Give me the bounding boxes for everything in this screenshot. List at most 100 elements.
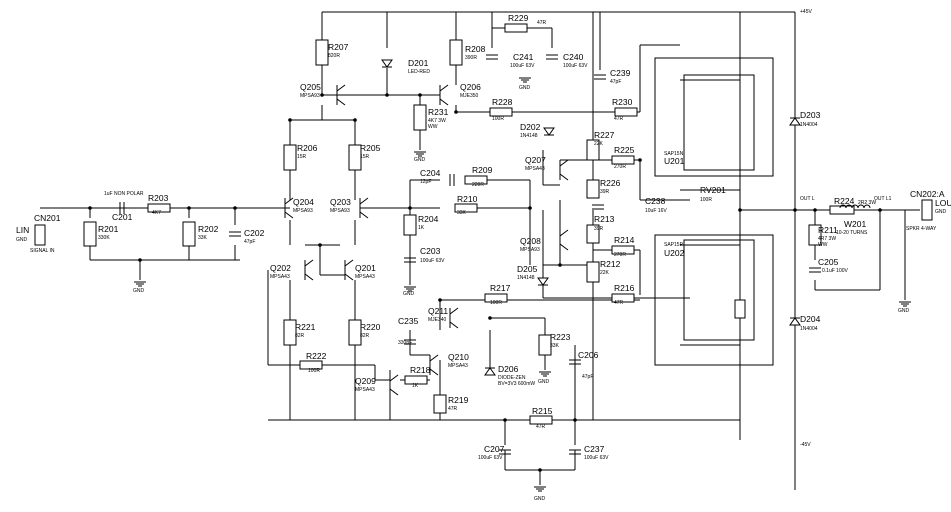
r202: [182, 221, 196, 247]
c238-ref: C238: [645, 196, 666, 206]
r227-ref: R227: [594, 130, 615, 140]
q202: [304, 259, 314, 281]
r206-ref: R206: [297, 143, 318, 153]
c235-ref: C235: [398, 316, 419, 326]
r224-ref: R224: [834, 196, 855, 206]
c237-value: 100uF 63V: [584, 455, 609, 461]
junction: [88, 206, 92, 210]
q208: [559, 229, 569, 251]
d202: [543, 127, 555, 136]
q210: [429, 354, 439, 376]
r211-value: WW: [818, 242, 828, 248]
c205: [809, 267, 821, 273]
junction: [385, 93, 389, 97]
r231-value: WW: [428, 124, 438, 130]
r231-value: 4K7 3W: [428, 118, 446, 124]
c241-ref: C241: [513, 52, 534, 62]
junction: [138, 258, 142, 262]
c235: [404, 339, 416, 345]
ground-symbol: [414, 151, 426, 157]
rv201-ref: RV201: [700, 185, 726, 195]
r220-value: 82R: [360, 333, 370, 339]
r226-value: 39R: [600, 189, 610, 195]
r217-ref: R217: [490, 283, 511, 293]
q204-value: MPSA93: [293, 208, 313, 214]
r204: [403, 214, 417, 236]
junction: [503, 418, 507, 422]
r213: [586, 224, 600, 244]
q207: [559, 159, 569, 181]
junction: [187, 206, 191, 210]
r225-value: 270R: [614, 164, 626, 170]
r222: [299, 360, 323, 370]
q209-value: MPSA43: [355, 387, 375, 393]
c238: [592, 204, 604, 210]
junction: [418, 93, 422, 97]
r208-ref: R208: [465, 44, 486, 54]
r228: [489, 107, 513, 117]
r228-value: 100R: [492, 116, 504, 122]
r219-ref: R219: [448, 395, 469, 405]
u201-body: [683, 74, 755, 171]
r214-value: 270R: [614, 252, 626, 258]
r203: [147, 203, 171, 213]
cn202-ref: CN202:A: [910, 189, 945, 199]
q205-ref: Q205: [300, 82, 321, 92]
r231: [413, 104, 427, 131]
junction: [573, 418, 577, 422]
junction: [793, 208, 797, 212]
d202-ref: D202: [520, 122, 541, 132]
q201-ref: Q201: [355, 263, 376, 273]
q203: [359, 197, 369, 219]
r221-ref: R221: [295, 322, 316, 332]
r206: [283, 144, 297, 171]
rail-neg-label: -45V: [800, 442, 811, 448]
q204: [284, 197, 294, 219]
wires: [40, 11, 920, 490]
r202-value: 33K: [198, 235, 208, 241]
r216: [611, 293, 635, 303]
gnd-label: GND: [519, 85, 531, 91]
q206-ref: Q206: [460, 82, 481, 92]
r205-ref: R205: [360, 143, 381, 153]
d204-value: 1N4004: [800, 326, 818, 332]
cn201pins-ref: LIN: [16, 225, 29, 235]
c240-ref: C240: [563, 52, 584, 62]
r226: [586, 179, 600, 199]
c239: [594, 74, 606, 80]
c201-value: 1uF NON POLAR: [104, 191, 144, 197]
c201-ref: C201: [112, 212, 133, 222]
rv-inner: [734, 299, 746, 319]
r212: [586, 261, 600, 283]
r207: [315, 39, 329, 66]
r229-value: 47R: [537, 20, 547, 26]
r212-ref: R212: [600, 259, 621, 269]
u201-ref: U201: [664, 156, 685, 166]
q211-ref: Q211: [428, 306, 448, 316]
c204-ref: C204: [420, 168, 441, 178]
q207-value: MPSA43: [525, 166, 545, 172]
r202-ref: R202: [198, 224, 219, 234]
r213-value: 39R: [594, 226, 604, 232]
cn201pins-value: GND: [16, 237, 28, 243]
junction: [438, 298, 442, 302]
d204-ref: D204: [800, 314, 821, 324]
r206-value: 15R: [297, 154, 307, 160]
u201-value: SAP15N: [664, 151, 684, 157]
r221-value: 82R: [295, 333, 305, 339]
c207-value: 100uF 63V: [478, 455, 503, 461]
d205-value: 1N4148: [517, 275, 535, 281]
q203-ref: Q203: [330, 197, 351, 207]
d201-ref: D201: [408, 58, 429, 68]
cn202pins-value: GND: [935, 209, 947, 215]
r214-ref: R214: [614, 235, 635, 245]
q211: [449, 307, 459, 329]
r225-ref: R225: [614, 145, 635, 155]
c206-value: 47pF: [582, 374, 593, 380]
r204-ref: R204: [418, 214, 439, 224]
d206-value: DIODE-ZEN: [498, 375, 526, 381]
gnd-label: GND: [534, 496, 546, 502]
r218-value: 1K: [412, 383, 419, 389]
q203-value: MPSA93: [330, 208, 350, 214]
